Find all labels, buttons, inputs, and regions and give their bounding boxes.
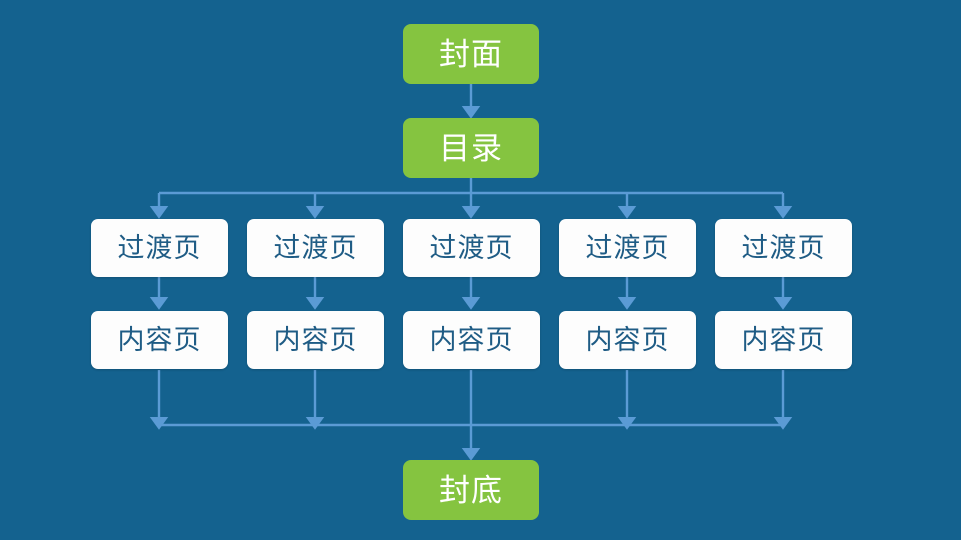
node-content-4-label: 内容页	[585, 324, 670, 355]
node-transition-2-label: 过渡页	[273, 232, 358, 263]
node-content-2[interactable]: 内容页	[247, 311, 384, 369]
node-transition-4-label: 过渡页	[585, 232, 670, 263]
node-transition-1-label: 过渡页	[117, 232, 202, 263]
node-content-1[interactable]: 内容页	[91, 311, 228, 369]
node-toc-label: 目录	[439, 130, 503, 166]
node-content-3[interactable]: 内容页	[403, 311, 540, 369]
node-cover[interactable]: 封面	[403, 24, 539, 84]
node-transition-5-label: 过渡页	[741, 232, 826, 263]
node-transition-4[interactable]: 过渡页	[559, 219, 696, 277]
node-back-cover[interactable]: 封底	[403, 460, 539, 520]
node-content-2-label: 内容页	[273, 324, 358, 355]
node-transition-5[interactable]: 过渡页	[715, 219, 852, 277]
node-transition-3-label: 过渡页	[429, 232, 514, 263]
node-content-4[interactable]: 内容页	[559, 311, 696, 369]
node-back-cover-label: 封底	[439, 472, 503, 508]
node-toc[interactable]: 目录	[403, 118, 539, 178]
node-cover-label: 封面	[439, 36, 503, 72]
node-content-3-label: 内容页	[429, 324, 514, 355]
node-content-1-label: 内容页	[117, 324, 202, 355]
node-content-5-label: 内容页	[741, 324, 826, 355]
node-content-5[interactable]: 内容页	[715, 311, 852, 369]
node-transition-3[interactable]: 过渡页	[403, 219, 540, 277]
node-transition-1[interactable]: 过渡页	[91, 219, 228, 277]
node-transition-2[interactable]: 过渡页	[247, 219, 384, 277]
